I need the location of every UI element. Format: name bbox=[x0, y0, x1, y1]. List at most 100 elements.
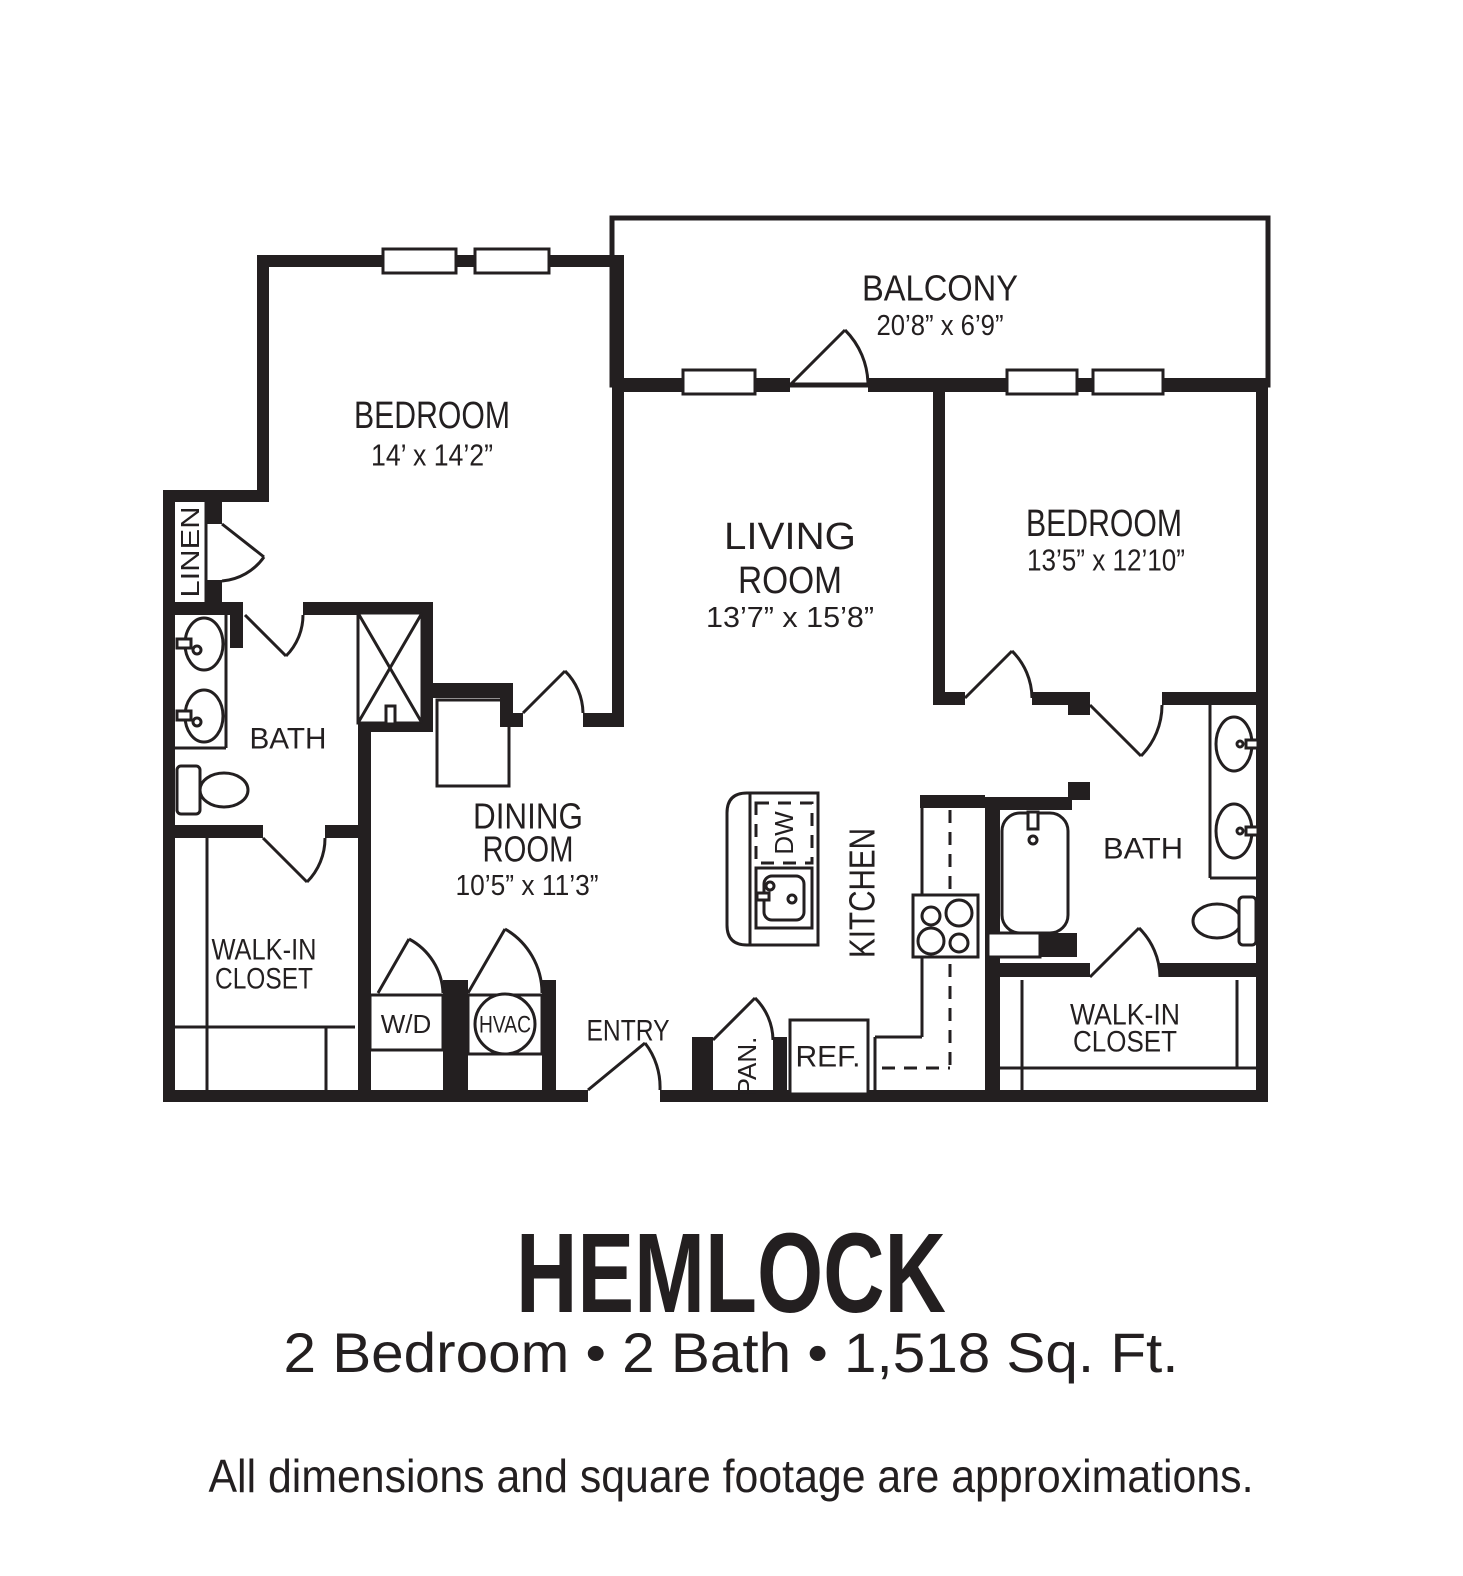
kitchen-island bbox=[725, 791, 820, 947]
wall-segment bbox=[692, 1037, 713, 1102]
wall-segment bbox=[1160, 963, 1256, 977]
dishwasher-label: DW bbox=[769, 811, 799, 855]
closet-left-door bbox=[261, 836, 327, 884]
walkin-left-label-2: CLOSET bbox=[215, 963, 313, 996]
wall-segment bbox=[1040, 933, 1077, 957]
wall-segment bbox=[206, 502, 222, 524]
closet-left-rods bbox=[175, 838, 355, 1090]
hvac-icon bbox=[466, 992, 544, 1056]
wall-segment bbox=[163, 490, 175, 1102]
plan-disclaimer: All dimensions and square footage are ap… bbox=[209, 1450, 1254, 1502]
bath-right-label: BATH bbox=[1103, 833, 1183, 866]
entry-label: ENTRY bbox=[587, 1015, 670, 1048]
bath-right-counter bbox=[1208, 705, 1256, 880]
balcony-label: BALCONY bbox=[862, 268, 1018, 309]
wall-segment bbox=[257, 255, 269, 502]
wall-segment bbox=[920, 795, 985, 808]
wall-segment bbox=[433, 683, 513, 698]
toilet-icon bbox=[1191, 895, 1258, 947]
washer-dryer-door bbox=[376, 937, 445, 994]
sink-icon bbox=[175, 688, 225, 744]
wall-segment bbox=[163, 602, 230, 615]
wall-segment bbox=[933, 692, 965, 705]
closet-right-door bbox=[1088, 926, 1162, 979]
refrigerator-icon bbox=[788, 1018, 870, 1096]
walkin-left-label-1: WALK-IN bbox=[212, 934, 317, 967]
wall-segment bbox=[1256, 378, 1268, 1102]
bath-left-door bbox=[243, 613, 305, 658]
window bbox=[1091, 368, 1165, 396]
wall-segment bbox=[1032, 692, 1090, 705]
linen-label: LINEN bbox=[175, 507, 205, 598]
wall-segment bbox=[206, 580, 222, 602]
wall-segment bbox=[163, 825, 263, 838]
wall-segment bbox=[755, 378, 790, 392]
wall-segment bbox=[868, 378, 1007, 392]
windows bbox=[381, 247, 1165, 396]
wall-segment bbox=[985, 797, 1072, 810]
living-room-label-1: LIVING bbox=[724, 516, 856, 558]
closet-right-rods bbox=[1000, 980, 1256, 1090]
bedroom2-door bbox=[963, 649, 1034, 700]
bedroom2-label: BEDROOM bbox=[1026, 503, 1182, 545]
wall-segment bbox=[933, 390, 945, 705]
kitchen-counter-edge bbox=[873, 808, 924, 1090]
dining-room-dims: 10’5” x 11’3” bbox=[456, 870, 599, 902]
sink-icon bbox=[1214, 715, 1260, 773]
cooktop-icon bbox=[911, 893, 980, 959]
bedroom2-dims: 13’5” x 12’10” bbox=[1027, 543, 1185, 578]
wall-segment bbox=[1162, 692, 1256, 705]
plan-specs: 2 Bedroom • 2 Bath • 1,518 Sq. Ft. bbox=[284, 1321, 1179, 1384]
balcony-dims: 20’8” x 6’9” bbox=[877, 310, 1004, 342]
kitchen-label: KITCHEN bbox=[842, 828, 883, 958]
living-room-dims: 13’7” x 15’8” bbox=[706, 602, 874, 634]
alcove-niche bbox=[435, 698, 511, 788]
walkin-right-label-2: CLOSET bbox=[1073, 1026, 1177, 1059]
wall-segment bbox=[513, 713, 523, 727]
bath-left-label: BATH bbox=[250, 723, 327, 756]
title-block: HEMLOCK 2 Bedroom • 2 Bath • 1,518 Sq. F… bbox=[209, 1210, 1254, 1502]
wall-segment bbox=[163, 1090, 588, 1102]
pantry-label: PAN. bbox=[732, 1037, 762, 1096]
fixture-labels: W/D HVAC PAN. REF. DW bbox=[381, 811, 861, 1095]
wall-segment bbox=[612, 255, 624, 727]
wall-segment bbox=[500, 683, 513, 727]
wall-segment bbox=[773, 1037, 787, 1102]
hvac-door bbox=[466, 927, 544, 994]
wall-segment bbox=[163, 490, 269, 502]
island-sink-icon bbox=[754, 866, 814, 930]
hvac-label: HVAC bbox=[479, 1012, 531, 1039]
wall-segment bbox=[542, 980, 556, 1090]
window bbox=[381, 247, 458, 275]
window bbox=[1005, 368, 1079, 396]
window bbox=[473, 247, 551, 275]
detail-lines bbox=[175, 502, 1256, 1090]
wall-segment bbox=[583, 713, 612, 727]
bedroom1-label: BEDROOM bbox=[354, 395, 510, 437]
plan-title: HEMLOCK bbox=[516, 1210, 946, 1336]
wall-segment bbox=[612, 378, 683, 392]
bathtub-icon bbox=[1000, 810, 1070, 935]
linen-door bbox=[221, 522, 266, 583]
refrigerator-label: REF. bbox=[795, 1041, 860, 1074]
window bbox=[681, 368, 757, 396]
room-labels: BALCONY 20’8” x 6’9” BEDROOM 14’ x 14’2”… bbox=[175, 268, 1185, 1059]
wall-segment bbox=[1068, 703, 1090, 715]
sink-icon bbox=[1214, 802, 1260, 860]
dishwasher-icon bbox=[754, 801, 814, 865]
pantry-door bbox=[711, 996, 775, 1042]
wall-segment bbox=[1068, 782, 1090, 800]
washer-dryer-icon bbox=[368, 993, 445, 1052]
wall-segment bbox=[358, 732, 371, 1090]
bedroom1-door bbox=[521, 669, 585, 715]
wall-segment bbox=[422, 602, 433, 727]
wall-segment bbox=[1000, 963, 1090, 977]
dining-room-label-2: ROOM bbox=[483, 829, 574, 870]
wall-segment bbox=[1163, 378, 1268, 392]
kitchen-upper-cabinets bbox=[882, 810, 952, 1070]
tub-step bbox=[986, 931, 1042, 959]
shower-icon bbox=[356, 611, 424, 726]
bath-left-counter bbox=[175, 615, 228, 750]
toilet-icon bbox=[175, 764, 250, 816]
